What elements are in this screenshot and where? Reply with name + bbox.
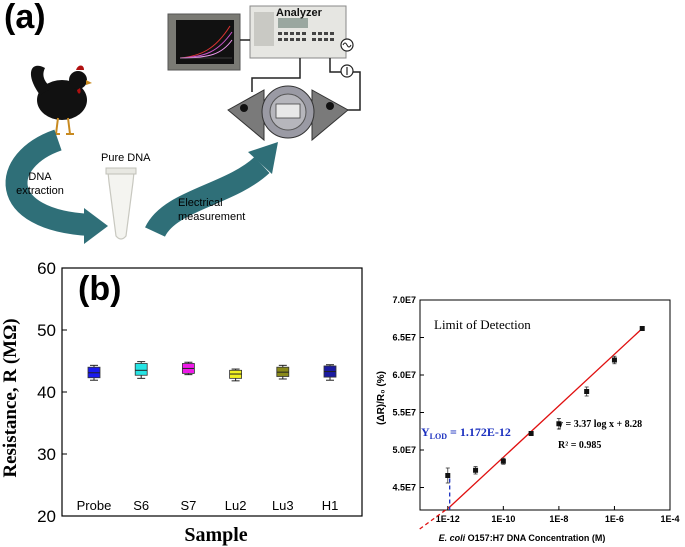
scatter-ytick-label: 7.0E7 xyxy=(392,295,416,305)
scatter-ytick-label: 4.5E7 xyxy=(392,483,416,493)
box-xtick-label: Probe xyxy=(77,498,112,513)
scatter-point xyxy=(584,389,590,394)
ammeter-icon xyxy=(340,64,354,78)
scatter-ytick-label: 5.5E7 xyxy=(392,408,416,418)
chicken-icon xyxy=(30,65,92,135)
electrical-measurement-label: Electrical measurement xyxy=(178,196,245,224)
scatter-ytick-label: 6.0E7 xyxy=(392,370,416,380)
analyzer-label: Analyzer xyxy=(276,7,322,19)
voltage-source-icon xyxy=(340,38,354,52)
dna-extraction-line1: DNA xyxy=(28,171,52,183)
scatter-title: Limit of Detection xyxy=(434,317,531,332)
scatter-point xyxy=(445,473,451,478)
panel-a-label: (a) xyxy=(4,0,46,36)
scatter-frame xyxy=(419,299,671,511)
box-ytick-label: 50 xyxy=(37,321,56,340)
box-xtick-label: S7 xyxy=(180,498,196,513)
panel-a-schematic xyxy=(5,5,361,244)
lod-prefix: Y xyxy=(421,425,430,439)
fit-line xyxy=(449,328,643,508)
resistance-box-chart: Resistance, R (MΩ) Sample 60 50 40 30 20 Pro… xyxy=(0,259,363,546)
lod-value: = 1.172E-12 xyxy=(447,425,511,439)
box-xtick-label: S6 xyxy=(133,498,149,513)
scatter-ytick-label: 6.5E7 xyxy=(392,333,416,343)
fit-line-extrapolated xyxy=(419,506,451,530)
scatter-xtick-label: 1E-10 xyxy=(491,514,515,524)
extraction-arrow xyxy=(5,129,108,244)
scatter-ytick-label: 5.0E7 xyxy=(392,445,416,455)
box-ytick-label: 60 xyxy=(37,259,56,278)
box-chart-xlabel: Sample xyxy=(184,524,247,546)
panel-b-label: (b) xyxy=(78,270,122,308)
measurement-arrow xyxy=(145,142,278,238)
electrical-line2: measurement xyxy=(178,211,246,223)
box-ytick-label: 30 xyxy=(37,445,56,464)
box-s6 xyxy=(134,363,148,376)
fit-equation: y = 3.37 log x + 8.28 xyxy=(558,419,642,430)
scatter-xtick-label: 1E-6 xyxy=(605,514,624,524)
electrical-line1: Electrical xyxy=(178,197,223,209)
probe-station xyxy=(227,85,349,142)
dna-extraction-label: DNA extraction xyxy=(12,170,68,198)
box-xtick-label: Lu2 xyxy=(225,498,247,513)
tube-icon xyxy=(105,167,137,240)
box-ytick-label: 40 xyxy=(37,383,56,402)
scatter-xtick-label: 1E-12 xyxy=(436,514,460,524)
scatter-xlabel-rest: O157:H7 DNA Concentration (M) xyxy=(468,533,606,543)
scatter-point xyxy=(639,326,645,331)
pure-dna-label: Pure DNA xyxy=(101,152,151,164)
box-xtick-label: Lu3 xyxy=(272,498,294,513)
scatter-point xyxy=(473,467,479,473)
analyzer-icon xyxy=(249,5,347,59)
scatter-xtick-label: 1E-4 xyxy=(660,514,679,524)
box-ytick-label: 20 xyxy=(37,507,56,526)
scatter-xlabel: E. coli O157:H7 DNA Concentration (M) xyxy=(439,533,606,543)
lod-annotation: YLOD = 1.172E-12 xyxy=(421,425,511,441)
monitor-screen xyxy=(167,13,241,71)
box-xtick-label: H1 xyxy=(322,498,339,513)
lod-sub: LOD xyxy=(430,432,448,441)
dna-extraction-line2: extraction xyxy=(16,185,64,197)
box-chart-frame xyxy=(61,267,363,517)
scatter-ylabel: (ΔR)/R₀ (%) xyxy=(376,371,387,425)
scatter-xlabel-italic: E. coli xyxy=(439,533,466,543)
scatter-xtick-label: 1E-8 xyxy=(549,514,568,524)
box-chart-ylabel: Resistance, R (MΩ) xyxy=(0,318,21,477)
scatter-point xyxy=(556,421,562,427)
scatter-point xyxy=(500,458,506,464)
fit-r2: R² = 0.985 xyxy=(558,440,601,451)
lod-scatter-chart: (ΔR)/R₀ (%) E. coli O157:H7 DNA Concentr… xyxy=(376,295,680,543)
scatter-point xyxy=(528,431,534,436)
scatter-point xyxy=(611,357,617,363)
